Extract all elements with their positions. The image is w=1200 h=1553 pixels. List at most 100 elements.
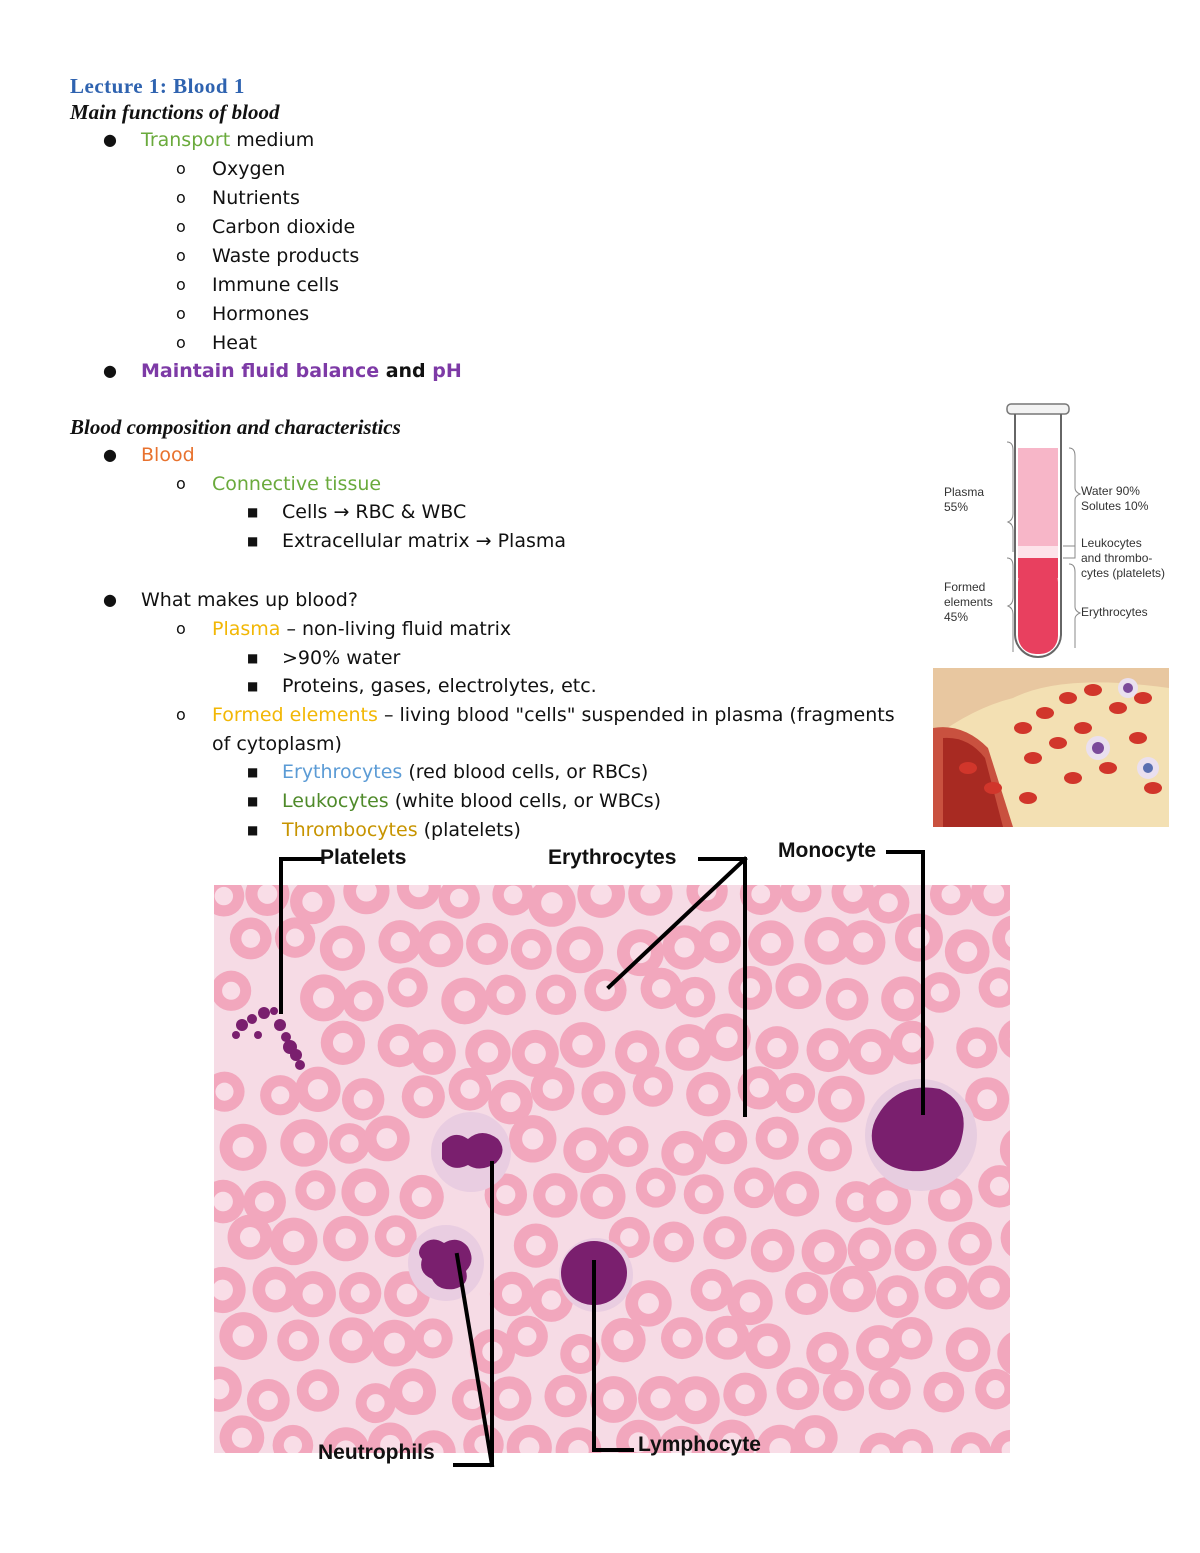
erythrocyte-center (499, 1388, 520, 1409)
plasma-subitem: Proteins, gases, electrolytes, etc. (282, 675, 597, 697)
bullet-dot: ● (103, 361, 117, 380)
erythrocyte-center (709, 932, 730, 952)
erythrocyte-center (335, 1440, 357, 1453)
erythrocyte (999, 1130, 1010, 1169)
leuko-desc: (white blood cells, or WBCs) (388, 790, 662, 812)
erythrocyte-center (760, 932, 782, 954)
erythrocyte-center (672, 1328, 692, 1348)
transport-rest: medium (230, 129, 315, 151)
erythrocyte-center (271, 1086, 290, 1105)
erythrocyte-center (744, 1178, 764, 1197)
erythrocyte-center (308, 1380, 328, 1401)
erythrocyte (997, 1332, 1010, 1375)
erythrocyte-center (818, 1040, 839, 1060)
erythrocyte (998, 1020, 1010, 1058)
erythrocytes-label: Erythrocytes (548, 846, 677, 869)
connective-item: Connective tissue (212, 473, 382, 495)
erythrocyte-center (366, 1394, 385, 1413)
bullet-circle: o (176, 188, 186, 207)
erythrocyte-center (355, 885, 377, 902)
erythrocyte-center (629, 942, 651, 964)
erythrocyte-center (463, 1390, 483, 1410)
erythrocyte-center (908, 926, 930, 949)
erythrocyte-center (501, 1283, 522, 1304)
erythrocyte-center (670, 1438, 692, 1453)
erythrocyte-center (715, 1132, 736, 1153)
erythrocyte-center (522, 940, 541, 959)
erythrocyte-center (1001, 1441, 1010, 1453)
tube-outline (1014, 414, 1062, 658)
erythrocyte-center (967, 1038, 987, 1058)
erythrocyte-center (258, 1390, 278, 1410)
erythrocyte-center (389, 1035, 410, 1056)
erythrocyte-center (390, 932, 410, 952)
erythrocyte-center (449, 888, 469, 908)
erythrocyte-center (716, 1026, 738, 1049)
erythrocyte-center (989, 978, 1008, 997)
erythrocyte-center (477, 1042, 499, 1063)
erythrocyte-center (749, 1078, 769, 1098)
erythrocyte-center (214, 1279, 233, 1301)
cells-item: Cells → RBC & WBC (282, 501, 467, 523)
erythrocyte-center (396, 1283, 418, 1305)
buffy-brace (1063, 545, 1076, 559)
erythrocyte-center (542, 1079, 563, 1099)
formed-item: Formed elements – living blood "cells" s… (212, 703, 895, 727)
ecm-item: Extracellular matrix → Plasma (282, 530, 567, 552)
bullet-circle: o (176, 159, 186, 178)
tube-leuko-label: Leukocytes and thrombo- cytes (platelets… (1081, 536, 1166, 580)
erythrocyte-center (575, 1139, 597, 1161)
erythrocyte-center (302, 1283, 324, 1305)
erythrocyte-center (1005, 929, 1010, 948)
erythrocyte-center (556, 1386, 576, 1406)
erythrocyte-center (651, 979, 671, 998)
erythrocyte-center (500, 1092, 521, 1113)
lymphocyte-nucleus (561, 1241, 627, 1305)
erythrocyte-center (592, 1186, 614, 1207)
erythrocyte-center (496, 1185, 516, 1205)
erythrocyte-center (664, 1232, 683, 1252)
transport-term: Transport (141, 129, 231, 151)
erythrocyte-center (871, 1444, 891, 1453)
erythrocyte-center (524, 1042, 546, 1065)
smear-erythrocytes (214, 885, 1010, 1453)
erythrocyte-center (646, 1178, 665, 1197)
lymphocyte-label: Lymphocyte (638, 1433, 761, 1456)
erythrocyte-center (757, 1335, 778, 1357)
erythrocyte-center (989, 1176, 1010, 1196)
bullet-square: ■ (247, 679, 259, 693)
transport-subitem: Heat (212, 332, 258, 354)
erythrocyte-center (429, 933, 451, 955)
vessel-lumen (943, 737, 1003, 827)
water-brace (1068, 447, 1082, 546)
formed-desc: – living blood "cells" suspended in plas… (377, 704, 895, 726)
bullet-circle: o (176, 217, 186, 236)
erythrocyte-center (241, 929, 261, 948)
erythrocyte-center (785, 1083, 805, 1103)
thrombo-term: Thrombocytes (282, 819, 418, 841)
bullet-circle: o (176, 619, 186, 638)
erythrocyte-center (460, 1079, 480, 1099)
bullet-dot: ● (103, 130, 117, 149)
erythrocyte-center (568, 1439, 589, 1453)
erythrocyte-center (893, 988, 914, 1010)
erythrocyte-center (288, 1331, 308, 1350)
erythrocyte-center (715, 1228, 735, 1248)
erythrocyte-center (383, 1332, 405, 1354)
erythrocyte-center (767, 1038, 787, 1058)
erythrocyte-center (571, 1344, 590, 1363)
tube-erythrocyte-top (1018, 558, 1058, 578)
erythrocyte-center (613, 1330, 634, 1351)
erythrocyte-center (769, 1437, 791, 1453)
erythrocyte-center (786, 1183, 807, 1204)
erythrocyte (992, 915, 1010, 961)
erythrocyte-center (380, 1434, 401, 1453)
erythrocyte-center (876, 1190, 898, 1212)
erythrocyte-center (569, 939, 591, 961)
bullet-dot: ● (103, 445, 117, 464)
plasma-desc: – non-living fluid matrix (280, 618, 512, 640)
erythrocyte-center (887, 1287, 907, 1307)
erythrocyte-center (402, 1381, 424, 1403)
erythrocyte-center (717, 1327, 738, 1348)
tube-buffy-layer (1018, 546, 1058, 558)
